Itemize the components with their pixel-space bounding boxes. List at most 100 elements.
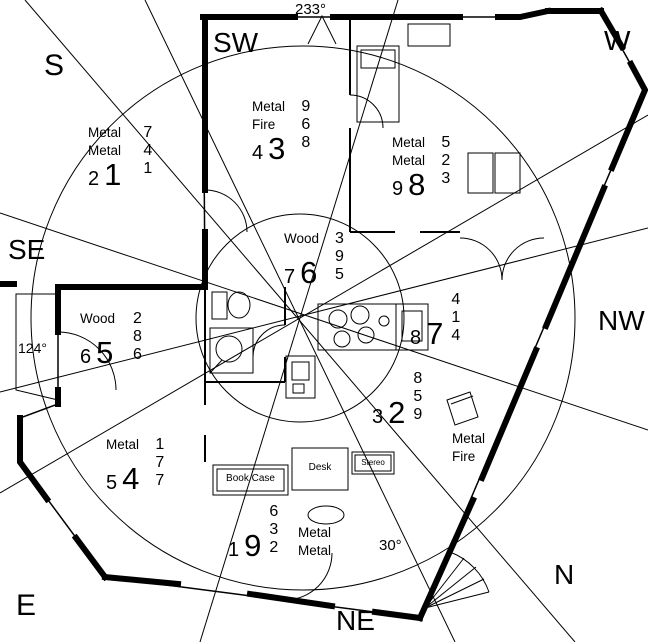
element-label: Metal (88, 125, 122, 140)
palace-west: Metal Metal 9 8 5 2 3 (392, 134, 450, 200)
star-digit: 2 (133, 310, 142, 327)
star-stack: 3 9 5 (335, 230, 344, 284)
facing-direction-marker (307, 14, 337, 45)
small-star: 3 (372, 406, 384, 428)
pillow (360, 49, 396, 69)
palace-southeast: Wood 6 5 2 8 6 (80, 310, 142, 368)
palace-left-col: Metal 5 4 (106, 436, 139, 494)
element-line: Metal (298, 543, 332, 558)
toilet (211, 291, 251, 320)
stereo-label: Stereo (361, 458, 385, 467)
exterior-walls (0, 6, 648, 622)
palace-south: Metal Metal 2 1 7 4 1 (88, 124, 152, 190)
bathroom-sink (209, 327, 254, 374)
palace-center: Wood 7 6 3 9 5 (284, 230, 344, 288)
element-label: Wood (284, 231, 320, 246)
star-stack: 5 2 3 (441, 134, 450, 188)
star-pair: 5 4 (106, 463, 139, 494)
star-digit: 3 (269, 521, 279, 538)
left-bay (15, 293, 59, 401)
burner (328, 309, 348, 329)
palace-left-col: 8 7 (410, 291, 443, 349)
small-star: 2 (88, 168, 100, 190)
compass-southeast: SE (8, 234, 46, 265)
kitchen-sink (401, 310, 423, 342)
palace-northeast: 1 9 6 3 2 (228, 503, 278, 561)
compass-west: W (604, 25, 631, 56)
star-digit: 8 (133, 328, 142, 345)
star-digit: 1 (451, 309, 461, 326)
star-digit: 7 (155, 472, 165, 489)
facing-angle-label: 233° (295, 1, 327, 18)
burner (378, 315, 390, 327)
small-star: 6 (80, 346, 92, 368)
star-digit: 2 (269, 539, 279, 556)
star-digit: 9 (413, 406, 423, 423)
star-stack: 8 5 9 (413, 370, 422, 424)
palace-north: 3 2 8 5 9 (372, 370, 422, 428)
star-pair: 6 5 (80, 335, 115, 370)
compass-east: E (16, 589, 37, 622)
star-stack: 1 7 7 (155, 436, 164, 490)
base-star: 6 (300, 255, 318, 290)
element-label: Wood (80, 311, 116, 326)
star-pair: 8 7 (410, 316, 444, 351)
base-star: 3 (268, 131, 286, 166)
palace-left-col: Metal Metal 9 8 (392, 134, 425, 200)
burner (357, 326, 375, 344)
small-star: 7 (284, 266, 296, 288)
burner (333, 330, 351, 348)
star-pair: 4 3 (252, 131, 286, 166)
side-angle-label: 124° (18, 340, 47, 356)
star-stack: 2 8 6 (133, 310, 142, 364)
star-digit: 5 (335, 266, 344, 283)
palace-east: Metal 5 4 1 7 7 (106, 436, 164, 494)
compass-circles (30, 45, 576, 591)
element-label: Metal (392, 135, 426, 150)
star-digit: 1 (155, 436, 165, 453)
element-label: Fire (252, 117, 276, 132)
element-label: Metal (252, 99, 286, 114)
compass-northwest: NW (598, 305, 645, 336)
stereo (351, 451, 395, 475)
star-digit: 6 (301, 116, 311, 133)
palace-left-col: Metal Metal 2 1 (88, 124, 121, 190)
star-pair: 1 9 (228, 528, 262, 563)
palace-northwest: 8 7 4 1 4 (410, 291, 460, 349)
inner-ring (195, 213, 405, 423)
star-digit: 3 (441, 170, 451, 187)
bookcase (212, 464, 289, 496)
small-star: 5 (106, 472, 118, 494)
star-pair: 7 6 (284, 255, 319, 290)
star-pair: 3 2 (372, 397, 405, 428)
base-star: 9 (244, 528, 262, 563)
small-star: 1 (228, 539, 240, 561)
interior-walls (204, 17, 460, 462)
compass-south: S (44, 49, 65, 82)
palace-left-col: Wood 7 6 (284, 230, 319, 288)
star-digit: 6 (133, 346, 142, 363)
star-digit: 4 (451, 327, 461, 344)
star-digit: 3 (335, 230, 344, 247)
star-digit: 9 (335, 248, 344, 265)
element-label: Metal (106, 437, 140, 452)
bookcase-label: Book Case (226, 473, 275, 484)
hall-cabinet (446, 391, 479, 426)
desk-label: Desk (308, 462, 332, 473)
element-line: Metal (452, 431, 486, 446)
star-stack: 9 6 8 (301, 98, 310, 152)
burner (350, 305, 370, 325)
star-digit: 6 (269, 503, 279, 520)
palace-left-col: Metal Fire 4 3 (252, 98, 285, 164)
palace-left-col: 1 9 (228, 503, 261, 561)
base-star: 8 (408, 167, 426, 202)
base-star: 7 (426, 316, 444, 351)
nightstand (407, 23, 451, 47)
refrigerator (285, 355, 316, 399)
base-star: 5 (96, 335, 114, 370)
compass-southwest: SW (213, 27, 259, 58)
star-stack: 6 3 2 (269, 503, 278, 557)
compass-northeast: NE (336, 605, 375, 636)
